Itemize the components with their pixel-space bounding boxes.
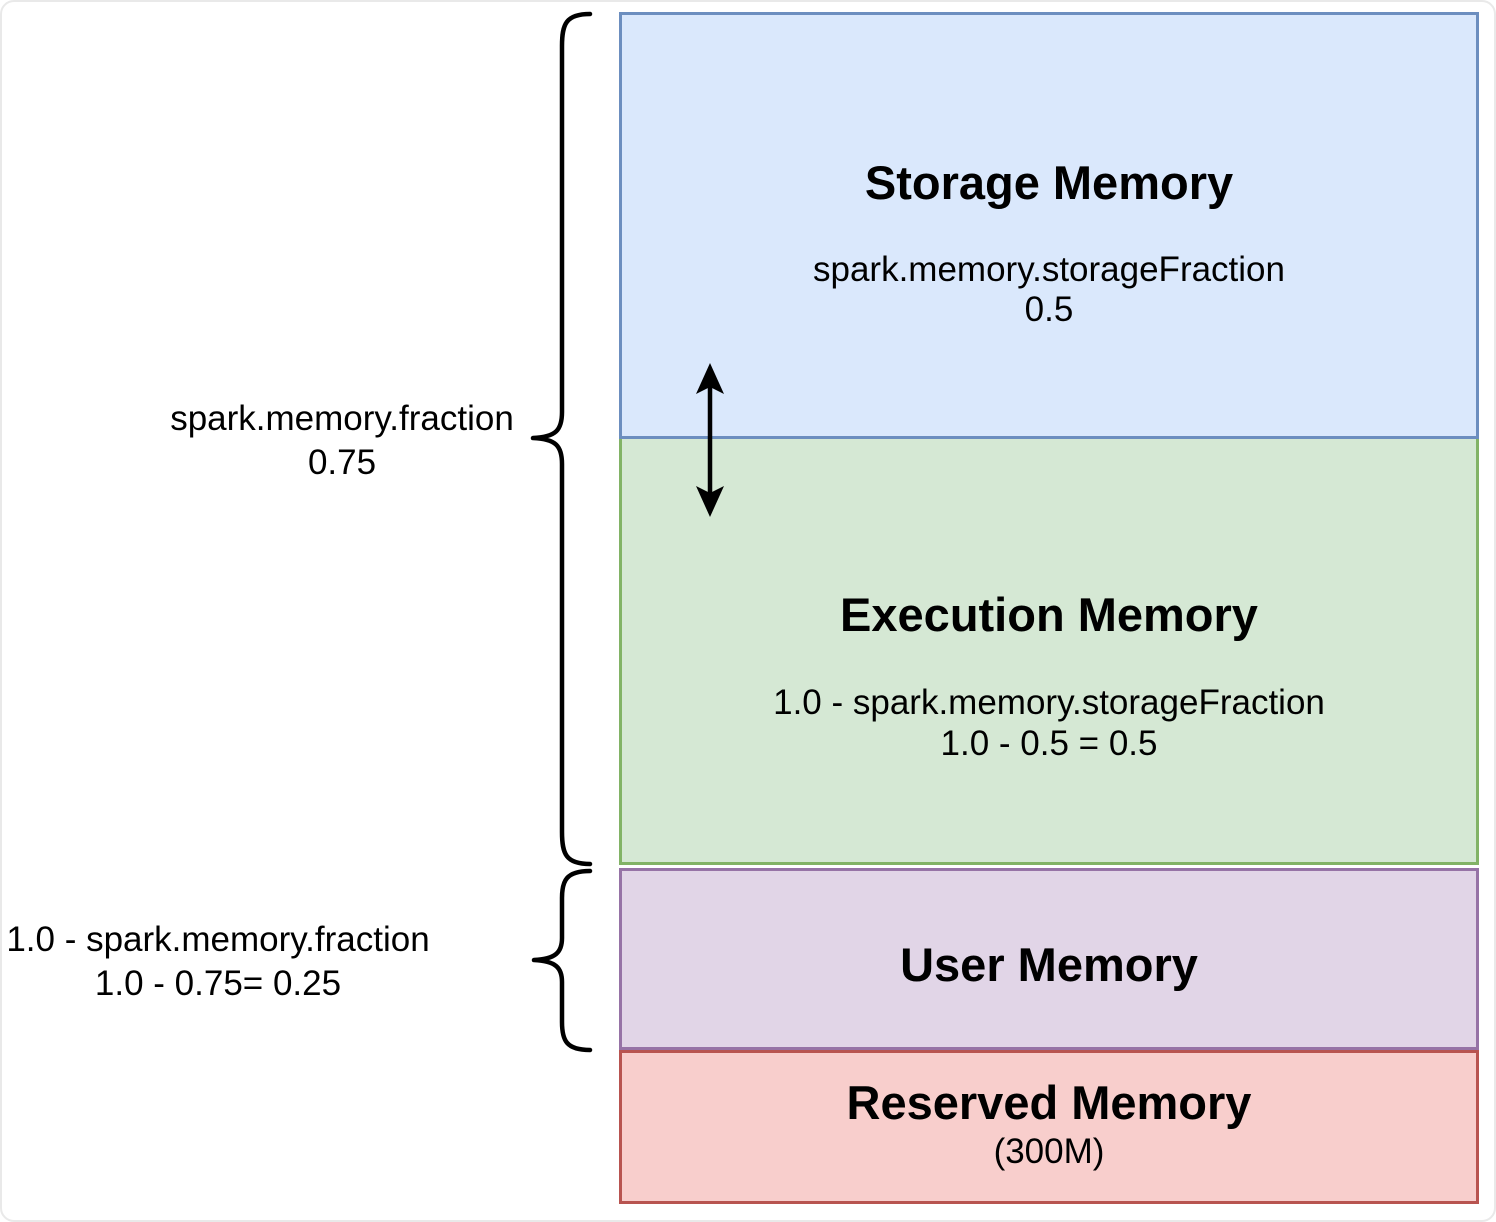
- execution-memory-value: 1.0 - 0.5 = 0.5: [940, 724, 1158, 763]
- user-fraction-label: 1.0 - spark.memory.fraction 1.0 - 0.75= …: [2, 918, 434, 1006]
- user-memory-box: User Memory: [619, 868, 1479, 1050]
- user-fraction-label-line2: 1.0 - 0.75= 0.25: [94, 964, 342, 1003]
- storage-memory-box: Storage Memory spark.memory.storageFract…: [619, 12, 1479, 439]
- user-fraction-label-line1: 1.0 - spark.memory.fraction: [6, 920, 430, 959]
- execution-memory-subtitle: 1.0 - spark.memory.storageFraction: [773, 683, 1325, 722]
- reserved-memory-box: Reserved Memory (300M): [619, 1050, 1479, 1204]
- reserved-memory-title: Reserved Memory: [846, 1076, 1252, 1129]
- memory-fraction-label-line2: 0.75: [307, 443, 377, 482]
- user-memory-title: User Memory: [900, 938, 1198, 991]
- storage-memory-title: Storage Memory: [864, 156, 1234, 209]
- memory-fraction-label-line1: spark.memory.fraction: [170, 399, 514, 438]
- memory-fraction-label: spark.memory.fraction 0.75: [120, 397, 564, 485]
- reserved-memory-value: (300M): [993, 1132, 1105, 1171]
- user-memory-brace-icon: [531, 868, 593, 1053]
- storage-memory-subtitle: spark.memory.storageFraction: [812, 250, 1285, 289]
- execution-memory-box: Execution Memory 1.0 - spark.memory.stor…: [619, 436, 1479, 865]
- execution-memory-title: Execution Memory: [840, 588, 1258, 641]
- storage-memory-value: 0.5: [1024, 290, 1074, 329]
